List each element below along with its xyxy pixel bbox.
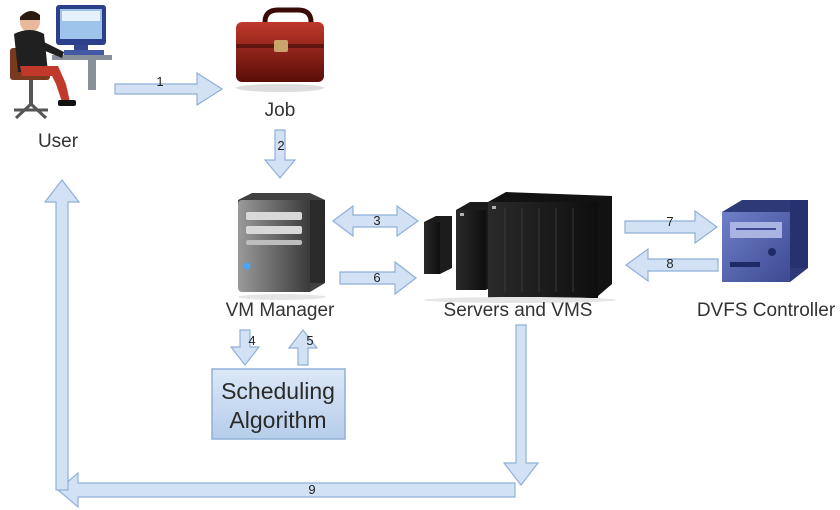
arrow-7: 7 [624,209,719,245]
arrow-8: 8 [624,247,719,283]
user-label: User [38,131,79,152]
arrow-5-label: 5 [306,333,313,348]
vm-manager-node: VM Manager [226,193,335,321]
arrow-2: 2 [263,129,297,179]
arrow-3: 3 [332,204,420,238]
scheduling-label-line2: Algorithm [229,407,326,433]
arrow-8-label: 8 [666,256,673,271]
scheduling-label-line1: Scheduling [221,378,335,404]
arrow-4: 4 [229,329,261,366]
dvfs-label: DVFS Controller [697,300,836,321]
controller-device-icon [722,200,808,282]
arrow-1-label: 1 [156,74,163,89]
scheduling-algorithm-box: Scheduling Algorithm [211,368,346,440]
arrow-9: 9 [43,179,540,509]
arrow-1: 1 [114,71,224,107]
server-tower-icon [238,193,326,300]
user-node: User [10,5,112,152]
arrow-5: 5 [287,329,319,366]
vm-manager-label: VM Manager [226,300,335,321]
briefcase-icon [236,7,324,92]
user-at-computer-icon [10,5,112,120]
job-node: Job [236,7,324,121]
arrow-9-label: 9 [308,482,315,497]
arrow-7-label: 7 [666,214,673,229]
arrow-6: 6 [339,260,417,296]
arrow-6-label: 6 [373,270,380,285]
arrow-4-label: 4 [248,333,255,348]
servers-label: Servers and VMS [444,300,593,321]
server-racks-icon [424,192,616,303]
arrow-3-label: 3 [373,213,380,228]
servers-node: Servers and VMS [424,192,616,321]
job-label: Job [265,100,296,121]
arrow-2-label: 2 [277,138,284,153]
dvfs-node: DVFS Controller [697,200,836,321]
